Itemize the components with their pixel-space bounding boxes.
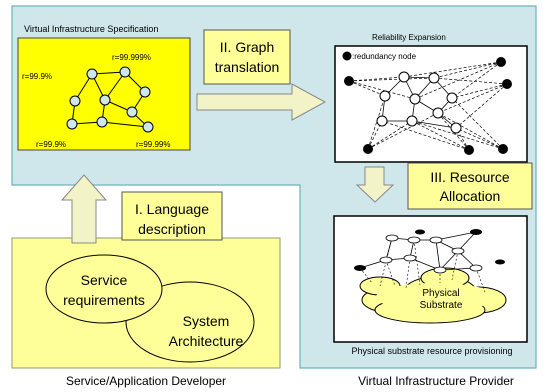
expansion-node: [432, 107, 444, 119]
reliability-label-1: r=99.999%: [112, 53, 151, 62]
redundancy-node: [464, 145, 474, 155]
spec-node: [139, 86, 151, 98]
spec-box: [17, 37, 191, 151]
expansion-node: [376, 115, 388, 127]
graph-translation-line1: II. Graph: [220, 39, 274, 55]
substrate-node: [407, 236, 421, 244]
translation-arrow: [196, 83, 327, 121]
substrate-node: [403, 254, 417, 262]
provider-caption: Virtual Infrastructure Provider: [358, 374, 514, 388]
reliability-label-3: r=99.9%: [36, 140, 66, 149]
expansion-nodes: [376, 71, 462, 134]
redundancy-legend-icon: [342, 51, 352, 61]
resource-allocation-line2: Allocation: [440, 188, 501, 204]
spec-node: [86, 68, 98, 80]
language-description-line2: description: [138, 221, 206, 237]
substrate-redundancy-node: [354, 265, 366, 271]
expansion-node: [398, 71, 410, 83]
service-requirements-line1: Service: [81, 272, 128, 288]
expansion-node: [406, 115, 418, 127]
substrate-provisioning-label: Physical substrate resource provisioning: [351, 346, 512, 356]
spec-node: [119, 66, 131, 78]
spec-node: [99, 94, 111, 106]
expansion-node: [450, 122, 462, 134]
graph-translation-line2: translation: [215, 59, 280, 75]
reliability-label-4: r=99.99%: [136, 140, 170, 149]
allocation-arrow: [355, 166, 395, 203]
system-architecture-line1: System: [183, 313, 230, 329]
substrate-node: [429, 236, 443, 244]
substrate-redundancy-node: [495, 259, 505, 265]
graph-translation-box: [203, 29, 291, 85]
expansion-node: [409, 93, 421, 105]
expansion-node: [428, 72, 440, 84]
expansion-node: [379, 90, 391, 102]
substrate-redundancy-node: [470, 229, 482, 235]
language-description-box: [121, 191, 223, 241]
reliability-label-2: r=99.9%: [22, 72, 52, 81]
expansion-node: [446, 92, 458, 104]
spec-node: [96, 116, 108, 128]
spec-node: [69, 95, 81, 107]
spec-node: [126, 106, 138, 118]
reliability-title: Reliability Expansion: [372, 33, 446, 42]
substrate-node: [385, 234, 399, 242]
substrate-node: [469, 264, 483, 272]
redundancy-node: [498, 144, 508, 154]
service-requirements-line2: requirements: [63, 292, 145, 308]
substrate-virtual-nodes: [379, 234, 483, 274]
redundancy-node: [344, 76, 354, 86]
physical-substrate-line1: Physical: [422, 288, 459, 299]
substrate-node: [451, 247, 465, 255]
reliability-box: [334, 45, 528, 163]
redundancy-nodes: [344, 57, 512, 155]
redundancy-node: [363, 144, 373, 154]
substrate-node: [433, 266, 447, 274]
redundancy-node: [502, 79, 512, 89]
cloud-fill-overlay: [376, 283, 496, 311]
substrate-redundancy-nodes: [354, 229, 505, 271]
spec-title: Virtual Infrastructure Specification: [24, 24, 158, 34]
redundancy-legend: :redundancy node: [352, 52, 417, 61]
substrate-node: [379, 256, 393, 264]
resource-allocation-line1: III. Resource: [430, 169, 510, 185]
service-requirements-ellipse: [45, 254, 163, 324]
spec-node: [142, 121, 154, 133]
language-arrow: [60, 174, 108, 244]
substrate-redundancy-node: [415, 229, 425, 235]
language-description-line1: I. Language: [135, 201, 209, 217]
spec-node: [66, 118, 78, 130]
redundancy-node: [496, 57, 506, 67]
system-architecture-line2: Architecture: [169, 333, 244, 349]
resource-allocation-box: [407, 162, 533, 210]
spec-nodes: [66, 66, 154, 133]
physical-substrate-line2: Substrate: [420, 300, 463, 311]
developer-caption: Service/Application Developer: [66, 374, 226, 388]
